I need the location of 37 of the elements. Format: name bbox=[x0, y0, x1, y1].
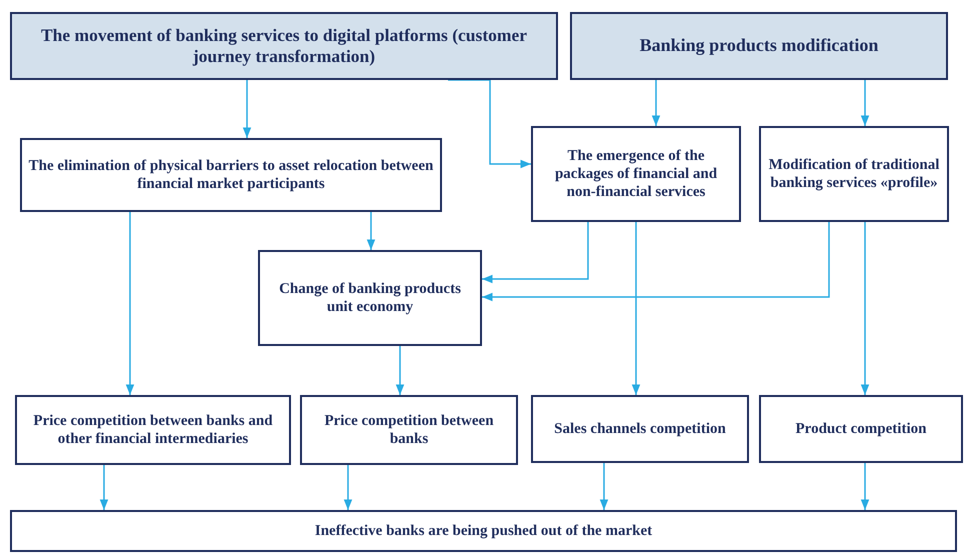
process-box bbox=[759, 126, 949, 222]
heading-box bbox=[570, 12, 948, 80]
box-text: Sales channels competition bbox=[554, 420, 726, 438]
box-text: Price competition between banks and other financial intermediaries bbox=[32, 412, 274, 448]
box-text: Product competition bbox=[796, 420, 926, 438]
arrow bbox=[366, 212, 376, 250]
process-box bbox=[15, 395, 291, 465]
box-text: The elimination of physical barriers to asset relocation between financial market participants bbox=[28, 157, 434, 193]
arrow bbox=[242, 80, 252, 138]
box-text: The movement of banking services to digital platforms (customer journey transformation) bbox=[40, 25, 528, 67]
arrow bbox=[860, 80, 870, 126]
box-text: Modification of traditional banking services «profile» bbox=[768, 156, 940, 192]
process-box bbox=[531, 126, 741, 222]
arrow bbox=[632, 222, 640, 395]
box-text: Banking products modification bbox=[640, 35, 878, 57]
arrow bbox=[600, 463, 608, 510]
box-text: Ineffective banks are being pushed out of the market bbox=[314, 522, 652, 540]
process-box bbox=[300, 395, 518, 465]
arrow bbox=[860, 222, 870, 395]
process-box bbox=[20, 138, 442, 212]
box-text: The emergence of the packages of financial and non-financial services bbox=[554, 147, 718, 201]
arrow bbox=[860, 463, 870, 510]
process-box bbox=[258, 250, 482, 346]
arrow bbox=[126, 212, 134, 395]
process-box bbox=[10, 510, 957, 552]
process-box bbox=[531, 395, 749, 463]
arrow bbox=[344, 465, 352, 510]
arrow bbox=[482, 222, 830, 302]
arrow bbox=[482, 222, 589, 284]
box-text: Price competition between banks bbox=[323, 412, 495, 448]
arrow bbox=[652, 80, 660, 126]
arrow bbox=[100, 465, 108, 510]
arrow bbox=[448, 79, 531, 168]
box-text: Change of banking products unit economy bbox=[278, 280, 462, 316]
process-box bbox=[759, 395, 963, 463]
heading-box bbox=[10, 12, 558, 80]
arrow bbox=[396, 346, 404, 395]
